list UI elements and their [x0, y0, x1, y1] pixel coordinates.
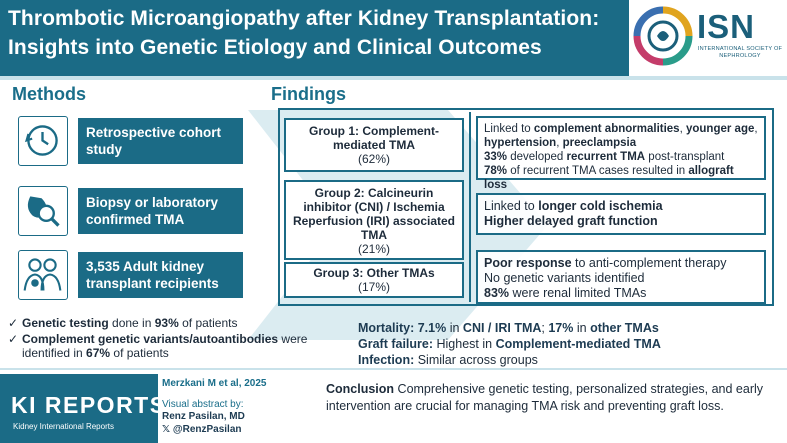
g2-line-1: Linked to longer cold ischemia: [484, 199, 663, 213]
g1-line-3: 33% developed recurrent TMA post-transpl…: [484, 151, 725, 163]
group-1-percent: (62%): [357, 152, 390, 166]
outcome-graft-failure: Graft failure: Highest in Complement-med…: [358, 337, 661, 351]
isn-logo-subtitle: INTERNATIONAL SOCIETY OF NEPHROLOGY: [697, 46, 783, 59]
findings-divider: [469, 112, 471, 302]
g3-line-2: No genetic variants identified: [484, 271, 645, 285]
group-3-box: Group 3: Other TMAs (17%): [284, 262, 464, 298]
methods-heading: Methods: [12, 84, 86, 104]
ki-reports-subtitle: Kidney International Reports: [13, 422, 114, 431]
group-3-title: Group 3: Other TMAs: [313, 266, 435, 280]
method-recipients: 3,535 Adult kidney transplant recipients: [78, 252, 243, 298]
checkmark-icon: ✓: [8, 332, 19, 346]
group-1-title: Group 1: Complement-mediated TMA: [308, 124, 439, 152]
visual-by-label: Visual abstract by:: [162, 398, 244, 410]
isn-logo-text: ISN: [697, 8, 756, 45]
conclusion-text: Comprehensive genetic testing, personali…: [326, 382, 764, 413]
group-2-title: Group 2: Calcineurin inhibitor (CNI) / I…: [292, 186, 456, 242]
conclusion-label: Conclusion: [326, 382, 395, 396]
title-line-1: Thrombotic Microangiopathy after Kidney …: [8, 7, 600, 30]
g3-line-3: 83% were renal limited TMAs: [484, 286, 647, 300]
genetic-testing-summary: ✓ Genetic testing done in 93% of patient…: [8, 316, 308, 360]
checkmark-icon: ✓: [8, 316, 19, 330]
x-logo-icon: 𝕏: [162, 423, 173, 435]
biopsy-magnifier-icon: [18, 186, 68, 236]
method-confirmed-tma: Biopsy or laboratory confirmed TMA: [78, 188, 243, 234]
clock-history-icon: [18, 116, 68, 166]
isn-logo-mark-icon: [633, 6, 693, 66]
author-handle: 𝕏 @RenzPasilan: [162, 423, 242, 435]
group-1-box: Group 1: Complement-mediated TMA (62%): [284, 118, 464, 172]
group-3-percent: (17%): [357, 280, 390, 294]
findings-heading: Findings: [271, 84, 346, 104]
credits: Merzkani M et al, 2025 Visual abstract b…: [162, 378, 267, 436]
g1-line-1: Linked to complement abnormalities, youn…: [484, 123, 758, 135]
check-item-genetic-testing: ✓ Genetic testing done in 93% of patient…: [8, 316, 238, 330]
patients-group-icon: [18, 250, 68, 300]
g1-line-4: 78% of recurrent TMA cases resulted in a…: [484, 165, 734, 191]
citation: Merzkani M et al, 2025: [162, 378, 267, 389]
conclusion: Conclusion Comprehensive genetic testing…: [326, 381, 782, 415]
header-banner: Thrombotic Microangiopathy after Kidney …: [0, 0, 787, 76]
group-2-results: Linked to longer cold ischemia Higher de…: [476, 193, 766, 235]
group-1-results: Linked to complement abnormalities, youn…: [476, 116, 766, 191]
findings-frame: [278, 108, 774, 306]
g1-line-2: hypertension, preeclampsia: [484, 137, 637, 149]
g3-line-1: Poor response to anti-complement therapy: [484, 256, 727, 270]
method-retrospective: Retrospective cohort study: [78, 118, 243, 164]
isn-logo: ISN INTERNATIONAL SOCIETY OF NEPHROLOGY: [629, 0, 787, 76]
group-2-percent: (21%): [357, 242, 390, 256]
clinical-outcomes: Mortality: 7.1% in CNI / IRI TMA; 17% in…: [358, 320, 661, 368]
header-divider: [0, 76, 787, 80]
outcome-infection: Infection: Similar across groups: [358, 353, 538, 367]
footer-divider: [0, 368, 787, 370]
author-name: Renz Pasilan, MD: [162, 411, 245, 422]
title-line-2: Insights into Genetic Etiology and Clini…: [8, 36, 542, 59]
group-2-box: Group 2: Calcineurin inhibitor (CNI) / I…: [284, 180, 464, 260]
group-3-results: Poor response to anti-complement therapy…: [476, 250, 766, 304]
ki-reports-logo: KI REPORTS Kidney International Reports: [0, 374, 165, 443]
g2-line-2: Higher delayed graft function: [484, 214, 658, 228]
outcome-mortality: Mortality: 7.1% in CNI / IRI TMA; 17% in…: [358, 321, 659, 335]
ki-reports-logo-text: KI REPORTS: [11, 392, 167, 418]
check-item-variants: ✓ Complement genetic variants/autoantibo…: [8, 332, 308, 360]
